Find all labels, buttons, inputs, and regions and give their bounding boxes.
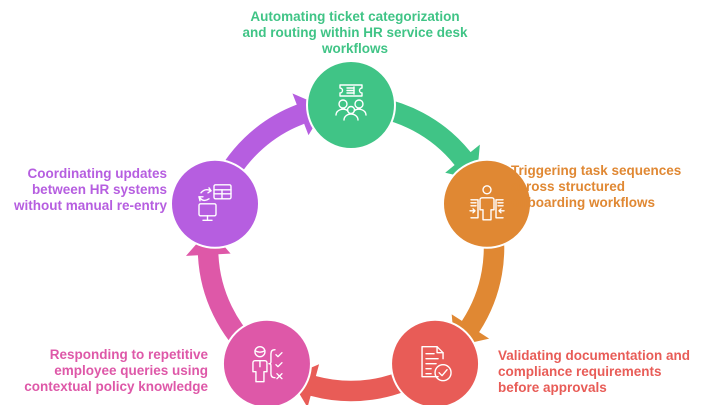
ticket-team-icon (335, 84, 367, 121)
step-circle (390, 318, 481, 405)
step-node-employee-queries (221, 318, 312, 405)
label-line: Validating documentation and (498, 348, 691, 363)
step-label-onboarding-tasks: Triggering task sequences across structu… (511, 163, 709, 211)
nodes-layer (169, 60, 533, 405)
label-line: before approvals (498, 380, 607, 395)
step-label-ticket-routing: Automating ticket categorization and rou… (215, 9, 495, 57)
onboarding-person-doors-icon (469, 185, 505, 221)
label-line: compliance requirements (498, 364, 662, 379)
label-line: employee queries using (54, 363, 208, 378)
label-line: Responding to repetitive (49, 347, 208, 362)
step-node-onboarding-tasks (442, 158, 533, 249)
label-line: Automating ticket categorization (250, 9, 460, 24)
label-line: without manual re-entry (13, 198, 167, 213)
step-circle (442, 158, 533, 249)
sync-table-monitor-icon (198, 184, 232, 222)
step-circle (306, 60, 396, 150)
document-check-icon (421, 345, 452, 382)
label-line: Triggering task sequences (511, 163, 682, 178)
label-line: workflows (321, 41, 388, 56)
step-label-compliance-validation: Validating documentation and compliance … (498, 348, 709, 396)
label-line: and routing within HR service desk (242, 25, 468, 40)
label-line: Coordinating updates (27, 166, 168, 181)
person-checklist-icon (252, 345, 283, 383)
step-node-compliance-validation (390, 318, 481, 405)
label-line: between HR systems (31, 182, 167, 197)
step-label-system-sync: Coordinating updates between HR systems … (10, 166, 167, 214)
label-line: onboarding workflows (511, 195, 655, 210)
step-node-ticket-routing (306, 60, 396, 150)
step-label-employee-queries: Responding to repetitive employee querie… (10, 347, 208, 395)
label-line: across structured (511, 179, 626, 194)
label-line: contextual policy knowledge (24, 379, 208, 394)
step-node-system-sync (169, 158, 260, 249)
